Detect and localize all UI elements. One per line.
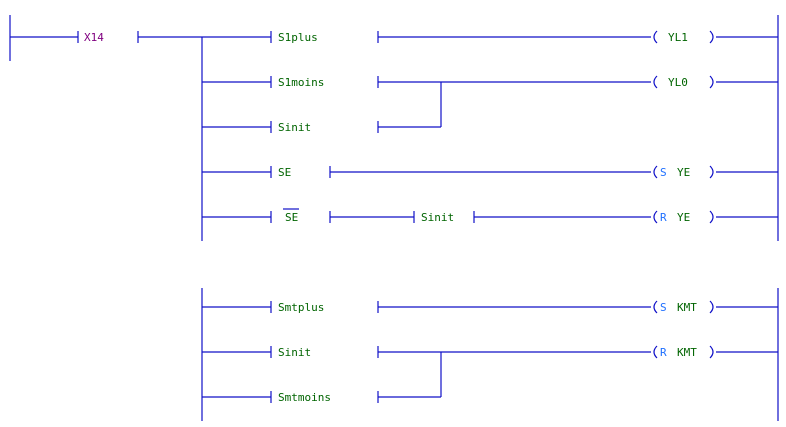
coil-right-icon <box>709 75 714 89</box>
rung-line-7: Sinit R KMT <box>202 345 778 359</box>
rung-line-1: S1plus YL1 <box>202 30 778 44</box>
coil-left-icon <box>653 165 658 179</box>
coil-yl0-label[interactable]: YL0 <box>668 76 688 89</box>
coil-left-icon <box>653 75 658 89</box>
coil-kmt-label[interactable]: KMT <box>677 346 697 359</box>
rung-line-3: Sinit <box>202 82 442 134</box>
reset-flag: R <box>660 346 667 359</box>
contact-se-negated-label[interactable]: SE <box>285 211 298 224</box>
coil-right-icon <box>709 210 714 224</box>
contact-x14-label: X14 <box>84 31 104 44</box>
contact-sinit-series-label[interactable]: Sinit <box>421 211 454 224</box>
coil-ye-label[interactable]: YE <box>677 211 690 224</box>
coil-right-icon <box>709 300 714 314</box>
contact-smtplus-label[interactable]: Smtplus <box>278 301 324 314</box>
coil-left-icon <box>653 300 658 314</box>
rung-line-5: SE Sinit R YE <box>202 208 778 224</box>
coil-right-icon <box>709 30 714 44</box>
rung-line-8: Smtmoins <box>202 352 442 404</box>
contact-smtmoins-label[interactable]: Smtmoins <box>278 391 331 404</box>
contact-sinit-label[interactable]: Sinit <box>278 121 311 134</box>
coil-ye-label[interactable]: YE <box>677 166 690 179</box>
coil-yl1-label[interactable]: YL1 <box>668 31 688 44</box>
coil-left-icon <box>653 345 658 359</box>
rung-line-4: SE S YE <box>202 165 778 179</box>
contact-se-label[interactable]: SE <box>278 166 291 179</box>
contact-x14[interactable]: X14 <box>10 31 139 44</box>
coil-left-icon <box>653 30 658 44</box>
set-flag: S <box>660 301 667 314</box>
contact-s1plus-label[interactable]: S1plus <box>278 31 318 44</box>
reset-flag: R <box>660 211 667 224</box>
contact-s1moins-label[interactable]: S1moins <box>278 76 324 89</box>
coil-left-icon <box>653 210 658 224</box>
set-flag: S <box>660 166 667 179</box>
coil-right-icon <box>709 165 714 179</box>
coil-kmt-label[interactable]: KMT <box>677 301 697 314</box>
rung-line-2: S1moins YL0 <box>202 75 778 89</box>
rung-line-6: Smtplus S KMT <box>202 300 778 314</box>
contact-sinit-label[interactable]: Sinit <box>278 346 311 359</box>
coil-right-icon <box>709 345 714 359</box>
